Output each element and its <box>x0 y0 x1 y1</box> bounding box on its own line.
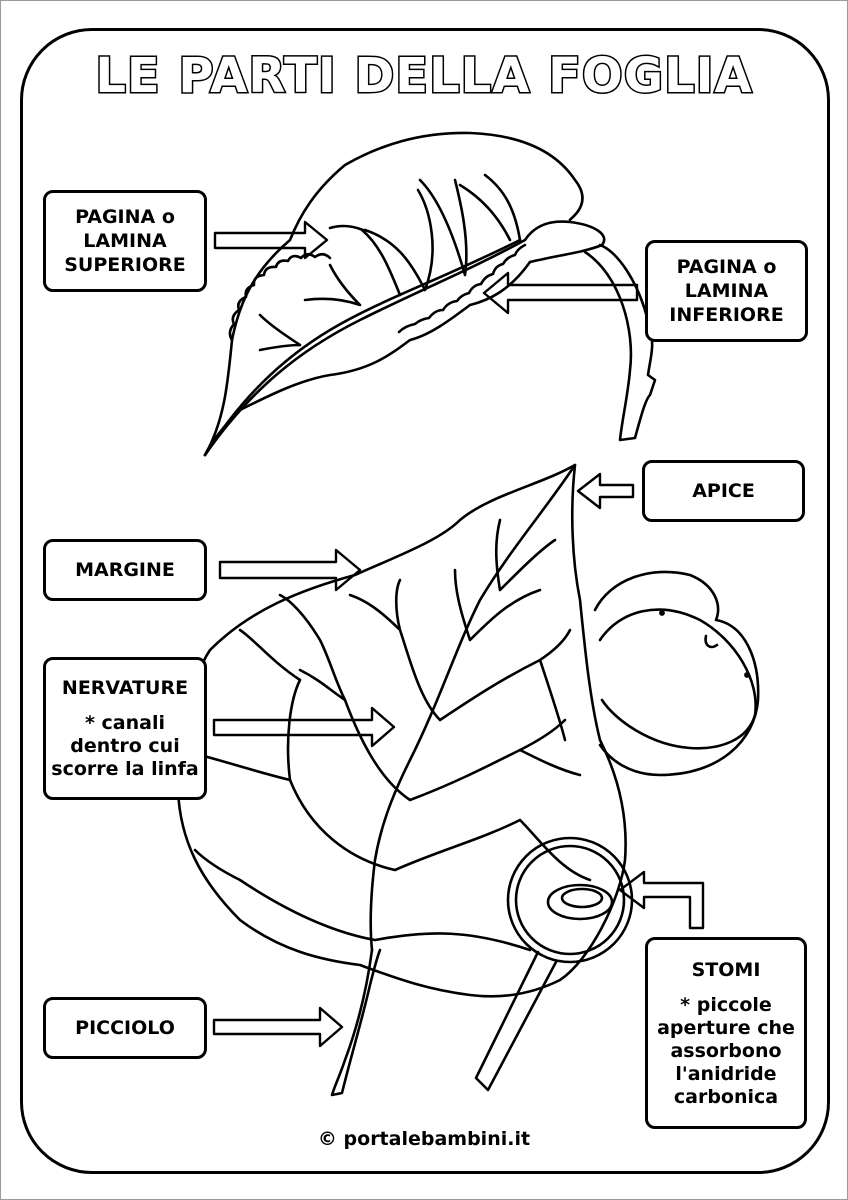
label-pagina-inferiore: PAGINA o LAMINA INFERIORE <box>645 240 808 342</box>
petiole <box>330 948 382 1097</box>
label-description: * piccole aperture che assorbono l'anidr… <box>657 994 795 1109</box>
label-title: APICE <box>692 480 755 502</box>
arrow-pagina-inferiore <box>482 271 639 315</box>
label-title: STOMI <box>691 958 761 981</box>
desc-line: * piccole <box>680 993 772 1016</box>
label-pagina-superiore: PAGINA o LAMINA SUPERIORE <box>43 190 207 292</box>
label-text-line: PAGINA o <box>676 256 777 278</box>
main-leaf-outline <box>176 463 627 998</box>
arrows <box>212 220 705 1048</box>
label-description: * canali dentro cui scorre la linfa <box>51 712 198 781</box>
copyright-footer: © portalebambini.it <box>317 1128 531 1150</box>
arrow-picciolo <box>212 1006 344 1048</box>
desc-line: carbonica <box>673 1085 779 1108</box>
label-stomi: STOMI * piccole aperture che assorbono l… <box>645 937 807 1129</box>
desc-line: assorbono <box>670 1039 782 1062</box>
arrow-margine <box>218 548 362 592</box>
label-margine: MARGINE <box>43 539 207 601</box>
main-leaf-midrib <box>369 463 577 952</box>
label-text-line: PAGINA o <box>75 206 175 228</box>
rounded-frame <box>20 28 830 1174</box>
label-text-line: LAMINA <box>83 230 167 252</box>
desc-line: * canali <box>84 712 165 734</box>
main-leaf-illustration <box>176 463 760 1097</box>
desc-line: aperture che <box>657 1016 795 1039</box>
label-text-line: LAMINA <box>684 280 769 302</box>
label-picciolo: PICCIOLO <box>43 997 207 1059</box>
label-text-line: SUPERIORE <box>64 254 186 276</box>
title-text: LE PARTI DELLA FOGLIA <box>95 48 752 104</box>
label-nervature: NERVATURE * canali dentro cui scorre la … <box>43 657 207 800</box>
magnifying-glass-illustration <box>474 836 634 1092</box>
label-apice: APICE <box>642 460 805 522</box>
label-text-line: INFERIORE <box>669 304 784 326</box>
desc-line: scorre la linfa <box>51 758 199 780</box>
label-title: PICCIOLO <box>75 1017 175 1039</box>
desc-line: l'anidride <box>675 1062 777 1085</box>
arrow-pagina-superiore <box>213 220 329 260</box>
label-title: MARGINE <box>75 559 175 581</box>
label-title: NERVATURE <box>61 677 189 699</box>
top-leaf-upper-outline <box>203 131 584 457</box>
top-leaf-illustration <box>203 131 657 457</box>
desc-line: dentro cui <box>70 735 180 757</box>
page-title: LE PARTI DELLA FOGLIA <box>94 47 753 106</box>
arrow-nervature <box>212 706 396 748</box>
arrow-apice <box>576 472 635 510</box>
